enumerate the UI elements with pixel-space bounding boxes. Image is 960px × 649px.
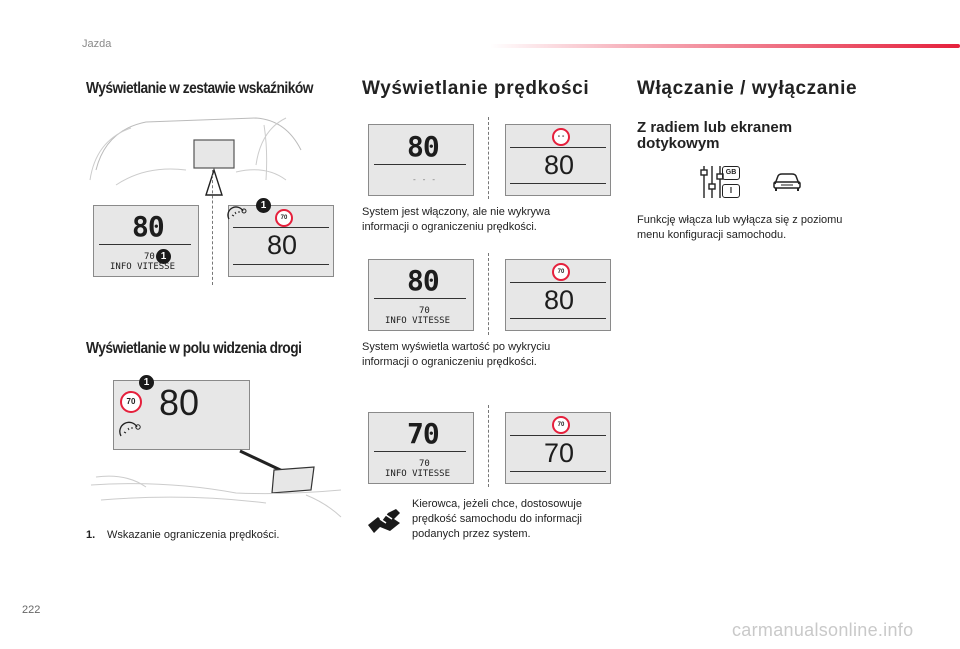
divider bbox=[488, 405, 489, 487]
hud-illustration bbox=[90, 449, 342, 518]
row2-caption: System wyświetla wartość po wykryciu inf… bbox=[362, 341, 551, 368]
settings-sliders-icon bbox=[700, 166, 724, 198]
row3-right-display: 70 70 bbox=[505, 412, 611, 484]
row2-left-info: INFO VITESSE bbox=[385, 316, 451, 326]
cluster-limit: 70 bbox=[144, 252, 155, 262]
speed-limit-sign: 70 bbox=[552, 263, 570, 281]
row2-left-speed: 80 bbox=[407, 264, 440, 297]
row1-right-speed: 80 bbox=[544, 150, 575, 180]
panel-speed: 80 bbox=[267, 230, 298, 260]
callout-badge: 1 bbox=[156, 249, 171, 264]
speedometer-icon bbox=[119, 421, 141, 437]
footnote-text: Wskazanie ograniczenia prędkości. bbox=[107, 529, 280, 541]
on-off-caption: Funkcję włącza lub wyłącza się z poziomu… bbox=[637, 214, 843, 241]
divider-line bbox=[510, 147, 606, 148]
row2-right-display: 70 80 bbox=[505, 259, 611, 331]
heading-hud-display: Wyświetlanie w polu widzenia drogi bbox=[86, 340, 302, 357]
row1-left-sub: - - - bbox=[412, 175, 437, 184]
divider bbox=[488, 117, 489, 199]
row1-right-display: - - 80 bbox=[505, 124, 611, 196]
divider bbox=[488, 253, 489, 335]
speed-limit-sign: - - bbox=[552, 128, 570, 146]
divider-line bbox=[510, 318, 606, 319]
page-number: 222 bbox=[22, 604, 41, 616]
heading-speed-display: Wyświetlanie prędkości bbox=[362, 78, 590, 99]
cluster-info: INFO VITESSE bbox=[110, 262, 176, 272]
row2-left-limit: 70 bbox=[419, 306, 430, 316]
row3-left-limit: 70 bbox=[419, 459, 430, 469]
row1-caption: System jest włączony, ale nie wykrywa in… bbox=[362, 206, 551, 233]
car-icon bbox=[773, 173, 801, 191]
row3-caption: Kierowca, jeżeli chce, dostosowuje prędk… bbox=[412, 498, 582, 540]
divider-line bbox=[510, 282, 606, 283]
divider-line bbox=[233, 227, 329, 228]
divider-line bbox=[374, 164, 466, 165]
row1-left-speed: 80 bbox=[407, 130, 440, 163]
cluster-speed: 80 bbox=[132, 210, 165, 243]
divider-line bbox=[233, 264, 329, 265]
divider-line bbox=[510, 435, 606, 436]
section-label: Jazda bbox=[82, 38, 112, 50]
cluster-display: 80 70 INFO VITESSE 1 bbox=[93, 205, 199, 277]
driver-hand-icon bbox=[368, 509, 400, 533]
callout-badge: 1 bbox=[256, 198, 271, 213]
speed-limit-sign: 70 bbox=[275, 209, 293, 227]
row3-left-display: 70 70 INFO VITESSE bbox=[368, 412, 474, 484]
heading-cluster-display: Wyświetlanie w zestawie wskaźników bbox=[86, 80, 313, 97]
i-badge-label: I bbox=[729, 186, 733, 195]
gb-badge-icon: GB bbox=[722, 166, 740, 180]
row2-left-display: 80 70 INFO VITESSE bbox=[368, 259, 474, 331]
speed-limit-sign: 70 bbox=[552, 416, 570, 434]
row1-left-display: 80 - - - bbox=[368, 124, 474, 196]
dashboard-illustration bbox=[89, 117, 302, 196]
speedometer-icon bbox=[227, 206, 247, 220]
divider-line bbox=[374, 451, 466, 452]
subheading-radio-touchscreen: Z radiem lub ekranem dotykowym bbox=[637, 119, 793, 152]
header-rule bbox=[490, 44, 960, 48]
hud-speed: 80 bbox=[159, 382, 200, 423]
cluster-panel: 70 80 bbox=[228, 205, 334, 277]
divider-line bbox=[374, 298, 466, 299]
hud-display: 70 80 bbox=[113, 380, 250, 450]
divider-line bbox=[510, 471, 606, 472]
heading-on-off: Włączanie / wyłączanie bbox=[637, 78, 858, 99]
footnote-number: 1. bbox=[86, 529, 96, 541]
row3-left-speed: 70 bbox=[407, 417, 440, 450]
divider-line bbox=[99, 244, 191, 245]
row2-right-speed: 80 bbox=[544, 285, 575, 315]
row3-left-info: INFO VITESSE bbox=[385, 469, 451, 479]
divider-line bbox=[510, 183, 606, 184]
divider bbox=[212, 170, 213, 285]
row3-right-speed: 70 bbox=[544, 438, 575, 468]
watermark: carmanualsonline.info bbox=[732, 620, 914, 640]
speed-limit-sign: 70 bbox=[120, 391, 142, 413]
i-badge-icon: I bbox=[722, 184, 740, 198]
callout-badge: 1 bbox=[139, 375, 154, 390]
gb-badge-label: GB bbox=[725, 169, 737, 176]
